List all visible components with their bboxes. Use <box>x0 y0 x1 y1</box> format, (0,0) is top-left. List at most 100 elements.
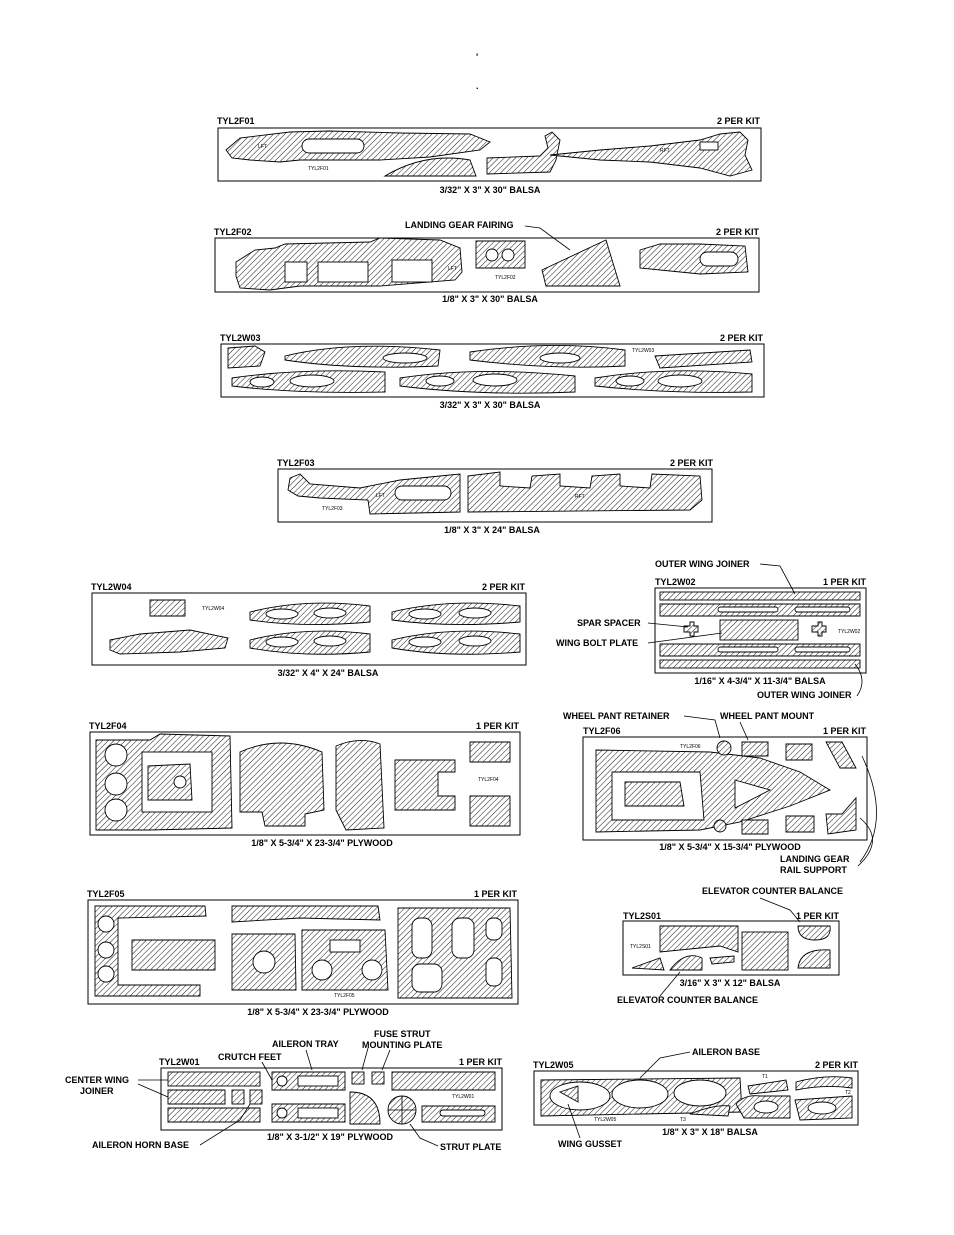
part-gear-rail-bottom <box>825 796 857 835</box>
sheet-qty: 1 PER KIT <box>459 1057 503 1067</box>
inner-label: TYL2F05 <box>334 993 355 999</box>
sheet-material: 1/8" X 5-3/4" X 23-3/4" PLYWOOD <box>251 838 393 848</box>
sheet-id: TYL2W03 <box>220 333 261 343</box>
part-label-t3: T3 <box>680 1117 686 1123</box>
sheet-outline <box>160 1067 503 1131</box>
inner-label: TYL2W01 <box>452 1094 474 1100</box>
part-spar-spacer-right <box>811 621 827 637</box>
part-center-wing-joiner-2 <box>167 1089 226 1105</box>
callout-center-wing-2: JOINER <box>80 1086 114 1096</box>
callout-landing-gear-1: LANDING GEAR <box>780 854 850 864</box>
part-top-spine <box>231 905 381 923</box>
sheet-qty: 2 PER KIT <box>716 227 760 237</box>
sheet-qty: 1 PER KIT <box>823 726 867 736</box>
sheet-material: 1/8" X 5-3/4" X 23-3/4" PLYWOOD <box>247 1007 389 1017</box>
sheet-tyl2w03: TYL2W03 2 PER KIT TYL2W03 3/32" X 3" X 3… <box>220 333 765 410</box>
callout-wheel-pant-mount: WHEEL PANT MOUNT <box>720 711 815 721</box>
part-fuse-strut-plate-1 <box>351 1071 365 1085</box>
inner-label: TYL2F01 <box>308 166 329 172</box>
part-strut-plate-quarter <box>349 1091 381 1125</box>
part-fuse-side-lower <box>287 473 461 515</box>
part-rib-long <box>109 629 229 655</box>
sheet-id: TYL2F01 <box>217 116 255 126</box>
sheet-qty: 1 PER KIT <box>823 577 867 587</box>
sheet-outline <box>91 592 527 666</box>
part-label-tyl2w02: TYL2W02 <box>838 629 860 635</box>
sheet-qty: 2 PER KIT <box>717 116 761 126</box>
part-rail-support-bottom <box>785 815 815 833</box>
callout-aileron-base: AILERON BASE <box>692 1047 760 1057</box>
part-fuse-strut-plate-2 <box>371 1071 385 1085</box>
part-center-wing-joiner-1 <box>167 1071 261 1087</box>
part-elevator-block <box>741 931 789 971</box>
callout-fuse-strut-2: MOUNTING PLATE <box>362 1040 442 1050</box>
part-former-arc <box>383 157 477 177</box>
sheet-tyl2f01: TYL2F01 2 PER KIT LFT TYL2F01 RFT 3/32" … <box>217 116 762 195</box>
sheet-tyl2w05: AILERON BASE TYL2W05 2 PER KIT TYL2W05 T… <box>533 1047 859 1149</box>
sheet-qty: 1 PER KIT <box>476 721 520 731</box>
sheet-material: 3/32" X 4" X 24" BALSA <box>278 668 379 678</box>
part-gear-rail-top <box>825 741 857 769</box>
sheet-id: TYL2F03 <box>277 458 315 468</box>
part-wheel-pant-mount <box>741 741 769 757</box>
sheet-id: TYL2W02 <box>655 577 696 587</box>
sheet-outline <box>214 237 760 293</box>
sheet-id: TYL2S01 <box>623 911 661 921</box>
callout-outer-wing-joiner-bottom: OUTER WING JOINER <box>757 690 852 700</box>
part-wheel-pant-retainer <box>716 740 732 756</box>
part-small-tip <box>709 955 735 965</box>
part-rib-1 <box>227 345 266 369</box>
callout-outer-wing-joiner-top: OUTER WING JOINER <box>655 559 750 569</box>
sheet-qty: 2 PER KIT <box>720 333 764 343</box>
part-side-panel <box>475 240 526 269</box>
sheet-qty: 1 PER KIT <box>796 911 840 921</box>
part-wheel-pant-mount-2 <box>741 819 769 835</box>
callout-landing-gear-2: RAIL SUPPORT <box>780 865 847 875</box>
part-crutch-piece <box>394 759 456 811</box>
inner-label: TYL2W04 <box>202 606 224 612</box>
part-label-t1: T1 <box>762 1074 768 1080</box>
sheet-tyl2f05: TYL2F05 1 PER KIT TYL2F05 1/8" X 5-3/4" … <box>87 889 519 1017</box>
page-mark-top: ' <box>476 52 478 62</box>
sheet-material: 1/8" X 3" X 24" BALSA <box>444 525 540 535</box>
callout-elevator-counter-balance-top: ELEVATOR COUNTER BALANCE <box>702 886 843 896</box>
callout-wing-gusset: WING GUSSET <box>558 1139 623 1149</box>
sheet-material: 1/8" X 3" X 30" BALSA <box>442 294 538 304</box>
part-former-round <box>239 742 325 827</box>
sheet-tyl2f04: TYL2F04 1 PER KIT TYL2F04 1/8" X 5-3/4" … <box>89 721 521 848</box>
sheet-id: TYL2W01 <box>159 1057 200 1067</box>
sheet-material: 1/8" X 5-3/4" X 15-3/4" PLYWOOD <box>659 842 801 852</box>
part-fuse-former <box>301 929 389 991</box>
callout-wheel-pant-retainer: WHEEL PANT RETAINER <box>563 711 670 721</box>
inner-label: TYL2F02 <box>495 275 516 281</box>
sheet-tyl2f03: TYL2F03 2 PER KIT LFT RFT TYL2F03 1/8" X… <box>277 458 713 535</box>
callout-wing-bolt-plate: WING BOLT PLATE <box>556 638 638 648</box>
callout-crutch-feet: CRUTCH FEET <box>218 1052 282 1062</box>
part-counter-balance-bottom <box>669 955 703 971</box>
sheet-material: 3/32" X 3" X 30" BALSA <box>440 400 541 410</box>
part-tip-t3 <box>689 1105 731 1117</box>
sheet-material: 1/8" X 3" X 18" BALSA <box>662 1127 758 1137</box>
sheet-material: 3/32" X 3" X 30" BALSA <box>440 185 541 195</box>
part-side-right <box>639 243 749 275</box>
sheet-material: 3/16" X 3" X 12" BALSA <box>680 978 781 988</box>
sheet-id: TYL2F06 <box>583 726 621 736</box>
part-crutch-foot-2 <box>249 1089 263 1105</box>
part-counter-balance-top <box>797 925 831 941</box>
part-outer-wing-joiner-1 <box>659 591 861 601</box>
sheet-outline <box>87 899 519 1005</box>
part-rib-block <box>486 131 561 175</box>
callout-spar-spacer: SPAR SPACER <box>577 618 641 628</box>
callout-elevator-counter-balance-bottom: ELEVATOR COUNTER BALANCE <box>617 995 758 1005</box>
part-center-wing-joiner-3 <box>167 1107 261 1123</box>
callout-aileron-horn-base: AILERON HORN BASE <box>92 1140 189 1150</box>
callout-center-wing-1: CENTER WING <box>65 1075 129 1085</box>
part-stab-panel <box>659 925 739 953</box>
part-fuse-side-right <box>549 131 753 177</box>
sheet-outline <box>622 920 840 976</box>
sheet-tyl2s01: ELEVATOR COUNTER BALANCE TYL2S01 1 PER K… <box>617 886 843 1005</box>
part-label-lft: LFT <box>376 493 385 499</box>
callout-fuse-strut-1: FUSE STRUT <box>374 1029 431 1039</box>
part-tip-left <box>631 957 665 971</box>
